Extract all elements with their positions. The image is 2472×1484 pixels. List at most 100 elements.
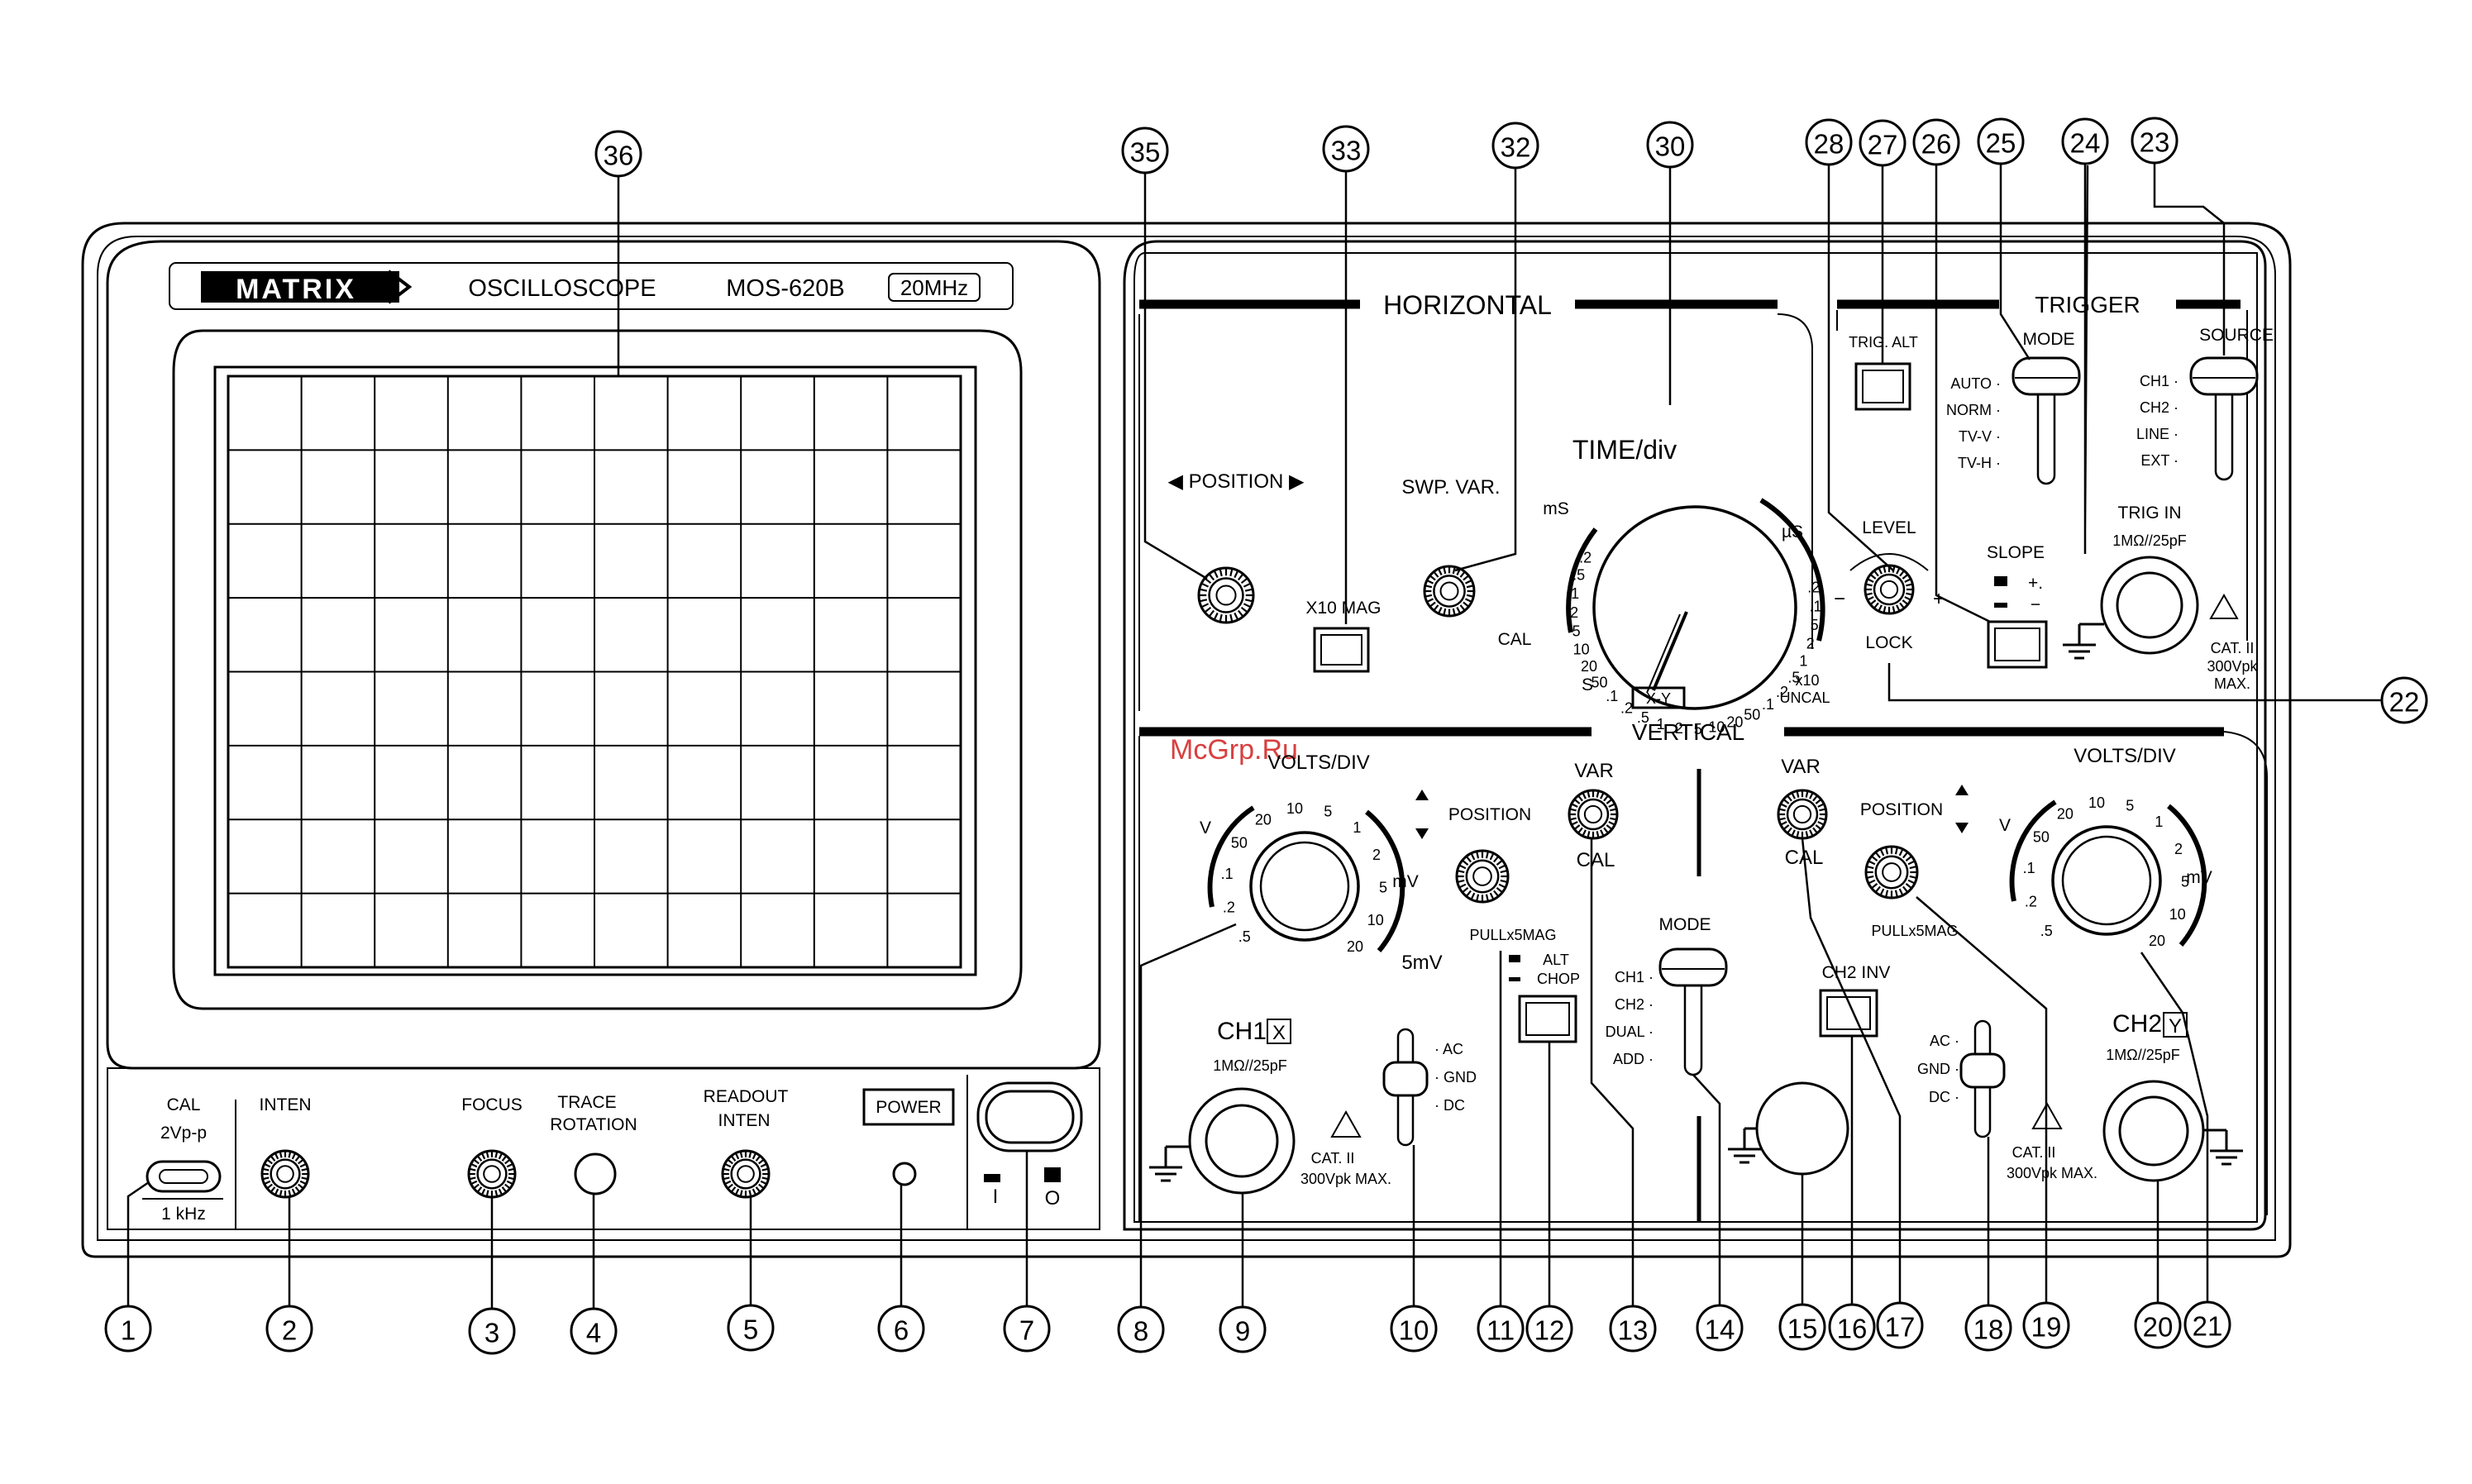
leader-line	[1935, 165, 1991, 623]
uncal-label: UNCAL	[1779, 690, 1830, 706]
trace-label: TRACE	[557, 1093, 616, 1112]
trig-mode-item: TV-H ·	[1958, 455, 2001, 471]
leader-line	[2083, 165, 2089, 554]
ch2-inv-button[interactable]	[1819, 989, 1878, 1038]
callout-number: 10	[1399, 1315, 1429, 1346]
trig-mode-item: TV-V ·	[1959, 428, 2001, 445]
time-dial-tick-label: 50	[1744, 707, 1760, 723]
power-off-mark: O	[1045, 1187, 1061, 1210]
graticule-grid	[228, 376, 961, 967]
ground-jack[interactable]	[1755, 1081, 1849, 1176]
horizontal-header: HORIZONTAL	[1383, 290, 1552, 320]
ch2-coupling-switch[interactable]: AC ·GND ·DC ·	[1917, 1019, 2006, 1138]
ch2-label: CH2	[2112, 1010, 2162, 1038]
callout-3: 3	[468, 1307, 516, 1355]
volts-dial-tick-label: 5	[2126, 797, 2134, 814]
ch1-voltsdiv-label: VOLTS/DIV	[1267, 752, 1370, 774]
ground-symbols	[1149, 623, 2243, 1182]
callout-number: 35	[1130, 137, 1161, 168]
alt-chop-button[interactable]	[1518, 995, 1577, 1043]
ground-symbol-icon	[1149, 1147, 1182, 1182]
coupling-label: · GND	[1434, 1069, 1477, 1086]
callout-number: 21	[2193, 1311, 2223, 1342]
callout-number: 8	[1133, 1316, 1148, 1347]
callout-10: 10	[1390, 1305, 1438, 1353]
leader-line	[1692, 1074, 1721, 1305]
slope-button[interactable]	[1987, 620, 2048, 669]
x10mag-label: X10 MAG	[1305, 599, 1381, 618]
focus-knob[interactable]	[467, 1149, 517, 1199]
x10mag-button[interactable]	[1313, 627, 1370, 673]
readout-inten-knob[interactable]	[721, 1149, 771, 1199]
timediv-label: TIME/div	[1572, 435, 1677, 465]
power-switch[interactable]	[976, 1081, 1083, 1152]
v-mode-item: CH1 ·	[1615, 969, 1654, 985]
callout-28: 28	[1805, 118, 1853, 166]
callout-number: 14	[1705, 1315, 1735, 1345]
bandwidth-badge: 20MHz	[900, 275, 968, 300]
power-indicator-lamp	[892, 1162, 917, 1186]
time-dial-tick-label: 1	[1571, 585, 1579, 602]
inten-knob[interactable]	[260, 1149, 310, 1199]
ch1-cat-v-label: 300Vpk MAX.	[1300, 1171, 1391, 1187]
trig-cat-label: CAT. II	[2211, 640, 2255, 656]
volts-dial-tick-label: 5	[2181, 874, 2189, 890]
cal-label: CAL	[167, 1095, 201, 1114]
ch1-coupling-switch[interactable]: · AC· GND· DC	[1382, 1028, 1477, 1147]
ch2-cat-label: CAT. II	[2012, 1144, 2056, 1161]
ch1-var-label: VAR	[1574, 760, 1614, 782]
leader-line	[1916, 896, 2048, 1302]
trig-mode-list: AUTO ·NORM ·TV-V ·TV-H ·	[1946, 356, 2081, 485]
callout-14: 14	[1696, 1304, 1744, 1352]
instrument-body	[81, 222, 2292, 1258]
ch2-input-bnc[interactable]	[2102, 1080, 2205, 1182]
ch2-var-knob[interactable]	[1777, 789, 1828, 840]
ch1-position-knob[interactable]	[1455, 849, 1510, 904]
leader-line	[126, 1181, 150, 1305]
ch1-input-bnc[interactable]	[1188, 1087, 1296, 1195]
callout-number: 6	[894, 1315, 909, 1346]
volts-dial-tick-label: 20	[1255, 811, 1272, 828]
volts-dial-tick-label: .2	[2025, 893, 2037, 909]
level-label: LEVEL	[1862, 518, 1916, 537]
volts-dial-tick-label: 20	[2149, 933, 2165, 949]
trig-level-knob[interactable]	[1864, 564, 1915, 615]
callout-15: 15	[1778, 1303, 1826, 1351]
callout-number: 3	[484, 1318, 499, 1348]
time-dial-tick-label: 2	[1806, 635, 1815, 651]
ch1-v-unit: V	[1200, 818, 1211, 837]
volts-dial-tick-label: 20	[1347, 938, 1363, 955]
ch2-y-mark: Y	[2169, 1015, 2182, 1038]
callout-35: 35	[1121, 126, 1169, 174]
ch2-mv-unit: mV	[2186, 868, 2212, 887]
ground-symbol-icon	[1728, 1129, 1761, 1164]
coupling-label: · AC	[1434, 1041, 1463, 1057]
v-mode-list: CH1 ·CH2 ·DUAL ·ADD ·	[1606, 947, 1728, 1076]
leader-line	[1143, 174, 1208, 580]
time-dial-tick-label: 1	[1657, 716, 1665, 732]
cal-output-terminal[interactable]	[146, 1160, 222, 1193]
xy-label: X-Y	[1646, 690, 1671, 707]
trig-warning-icon	[2209, 593, 2239, 619]
callout-number: 2	[282, 1315, 297, 1346]
volts-dial-tick-label: 10	[1286, 800, 1303, 817]
trace-rotation-control[interactable]	[574, 1152, 617, 1195]
ch1-var-knob[interactable]	[1568, 789, 1619, 840]
leader-line	[1454, 169, 1517, 572]
ground-symbol-icon	[2063, 624, 2096, 660]
cal-terminal: CAL 2Vp-p 1 kHz	[142, 1095, 223, 1224]
callout-5: 5	[727, 1304, 775, 1352]
ch2-cat-v-label: 300Vpk MAX.	[2007, 1165, 2097, 1181]
swp-var-knob[interactable]	[1423, 565, 1476, 618]
leader-line	[1827, 165, 1894, 571]
leader-line	[1801, 837, 1902, 1302]
callout-32: 32	[1491, 122, 1539, 169]
swpvar-cal-label: CAL	[1498, 630, 1532, 649]
h-position-knob[interactable]	[1197, 566, 1255, 624]
callout-number: 1	[121, 1315, 136, 1346]
ch2-position-knob[interactable]	[1864, 845, 1919, 899]
